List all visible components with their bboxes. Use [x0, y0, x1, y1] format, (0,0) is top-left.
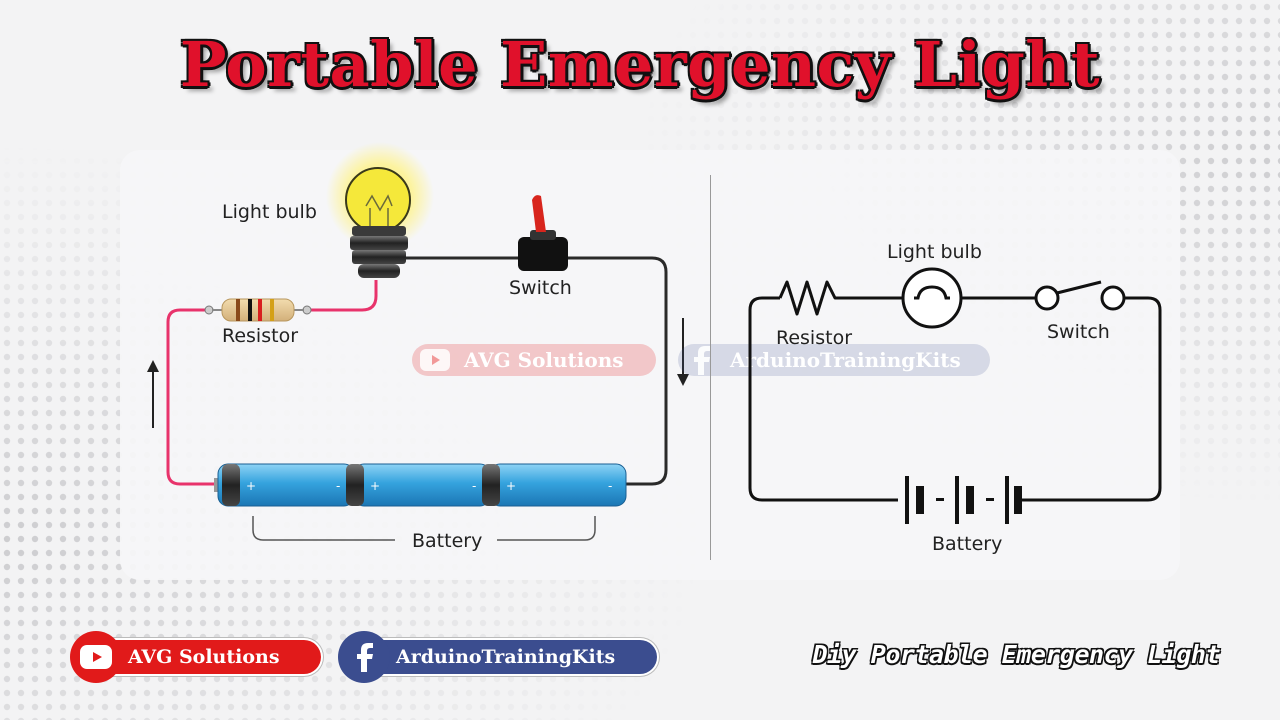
panel-divider	[710, 175, 711, 560]
light-bulb-icon	[326, 142, 434, 278]
youtube-badge-text: AVG Solutions	[128, 646, 280, 668]
pictorial-bulb-label: Light bulb	[222, 201, 317, 223]
svg-text:+: +	[246, 479, 256, 493]
svg-text:-: -	[472, 479, 476, 493]
facebook-icon	[684, 343, 718, 377]
footer-caption: Diy Portable Emergency Light	[812, 640, 1221, 669]
pictorial-resistor-label: Resistor	[222, 325, 298, 347]
youtube-watermark: AVG Solutions	[412, 344, 656, 376]
schematic-switch-label: Switch	[1047, 321, 1110, 343]
schematic-wire	[748, 296, 1162, 502]
youtube-watermark-text: AVG Solutions	[464, 348, 624, 372]
schematic-resistor-icon	[778, 280, 842, 316]
resistor-icon	[204, 298, 312, 322]
facebook-watermark-text: ArduinoTrainingKits	[730, 348, 961, 372]
page-title: Portable Emergency Light	[179, 28, 1101, 101]
schematic-battery-label: Battery	[932, 533, 1002, 555]
svg-text:+: +	[506, 479, 516, 493]
toggle-switch-icon	[518, 195, 568, 271]
current-arrow-down	[677, 318, 689, 386]
battery-icon: + - + - + -	[214, 463, 627, 507]
youtube-channel-badge[interactable]: AVG Solutions	[70, 631, 321, 683]
battery-bracket	[252, 516, 596, 541]
pictorial-battery-label: Battery	[412, 530, 482, 552]
facebook-watermark: ArduinoTrainingKits	[678, 344, 990, 376]
black-wire	[405, 256, 668, 486]
pictorial-switch-label: Switch	[509, 277, 572, 299]
facebook-badge-text: ArduinoTrainingKits	[396, 646, 616, 668]
youtube-icon	[418, 343, 452, 377]
schematic-bulb-icon	[901, 267, 963, 329]
svg-text:-: -	[608, 479, 612, 493]
red-wire	[166, 280, 378, 486]
youtube-icon	[70, 631, 122, 683]
schematic-resistor-label: Resistor	[776, 327, 852, 349]
schematic-bulb-label: Light bulb	[887, 241, 982, 263]
facebook-page-badge[interactable]: ArduinoTrainingKits	[338, 631, 657, 683]
schematic-switch-icon	[1034, 280, 1126, 311]
svg-text:+: +	[370, 479, 380, 493]
schematic-battery-icon	[905, 476, 1022, 524]
current-arrow-up	[147, 360, 159, 428]
svg-text:-: -	[336, 479, 340, 493]
facebook-icon	[338, 631, 390, 683]
